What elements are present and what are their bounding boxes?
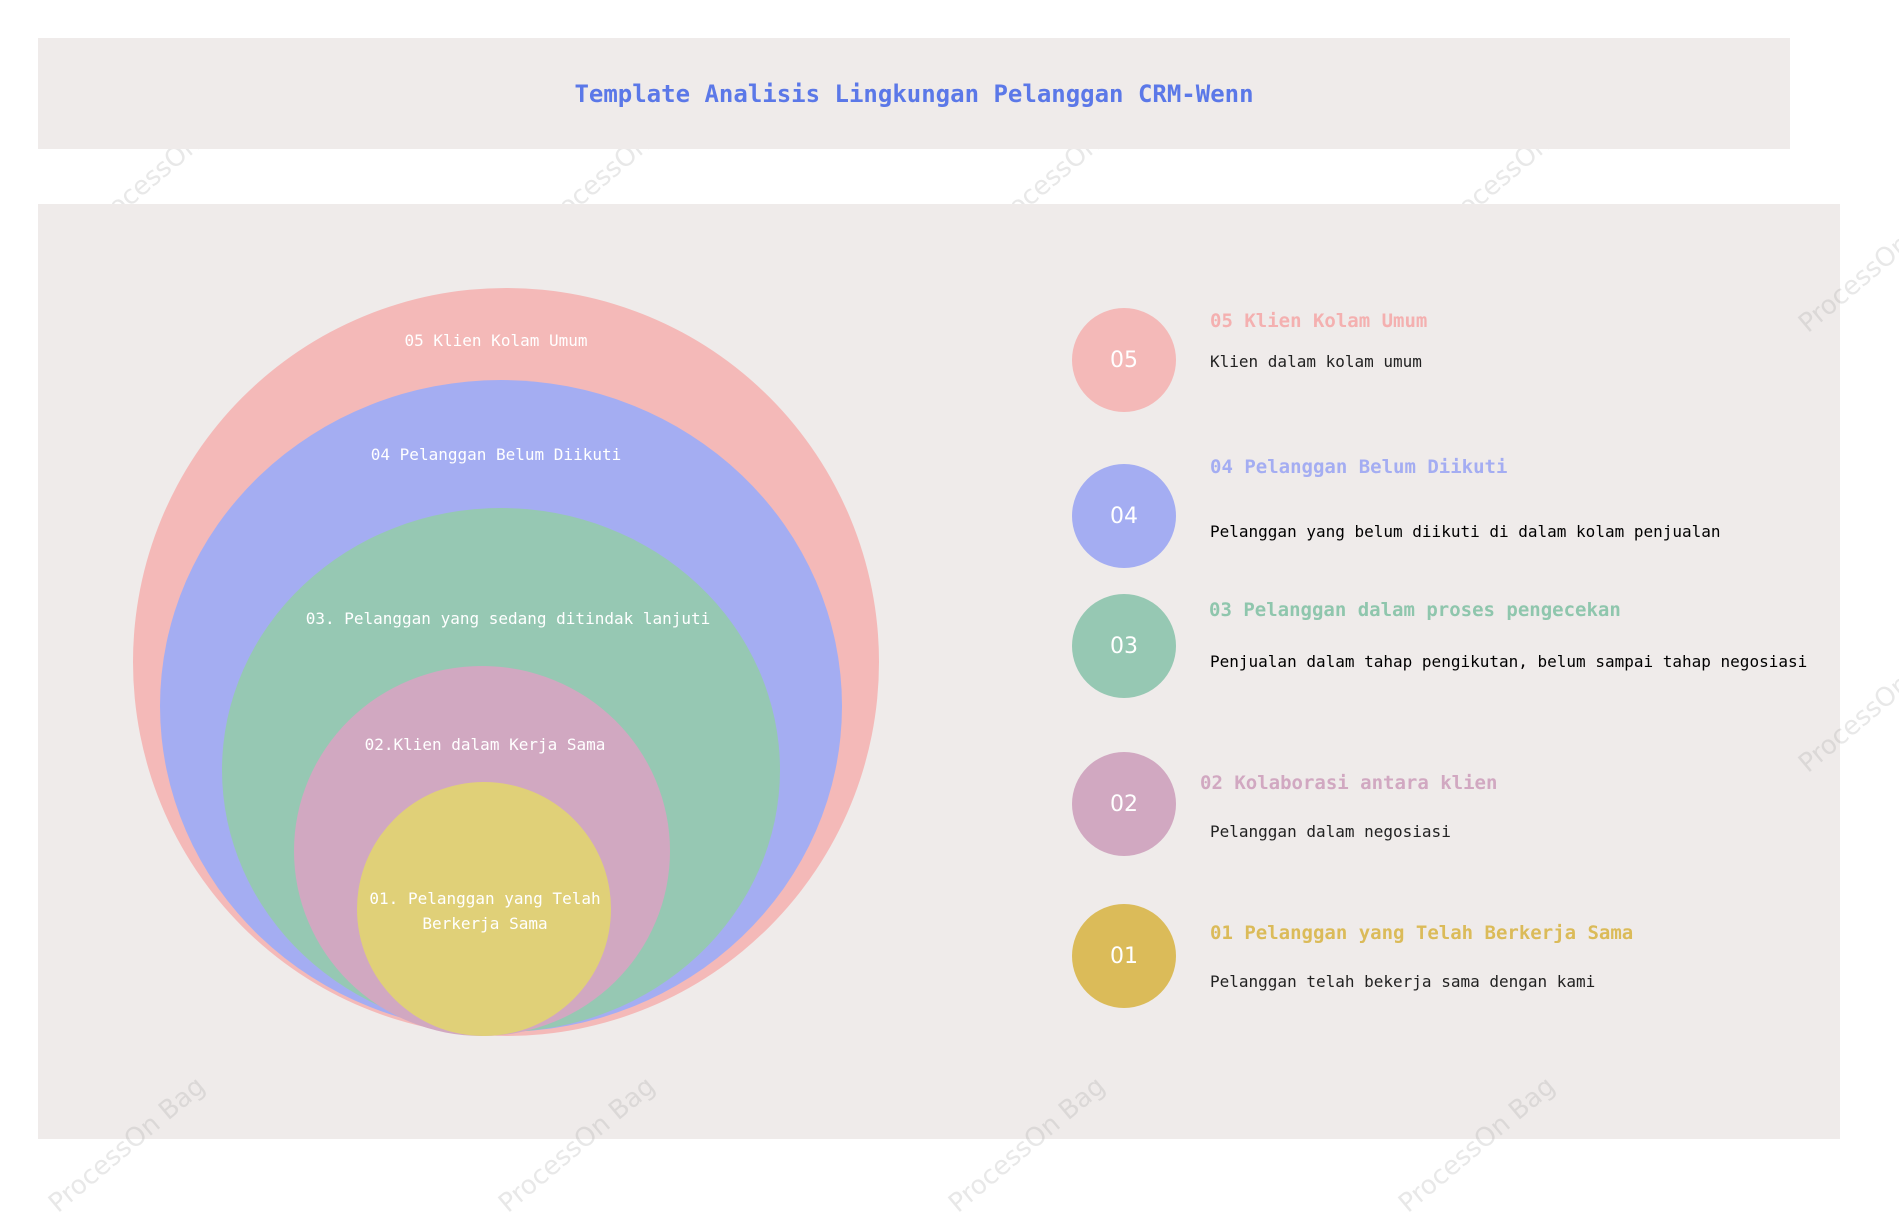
nested-venn-diagram (133, 288, 879, 1036)
page-title: Template Analisis Lingkungan Pelanggan C… (574, 79, 1254, 108)
legend-title-03: 03 Pelanggan dalam proses pengecekan (1209, 599, 1621, 621)
venn-label-05: 05 Klien Kolam Umum (404, 331, 588, 350)
legend-title-05: 05 Klien Kolam Umum (1210, 310, 1428, 332)
legend-desc-05: Klien dalam kolam umum (1210, 352, 1422, 371)
legend-badge-05: 05 (1072, 308, 1176, 412)
legend-badge-01: 01 (1072, 904, 1176, 1008)
venn-label-02: 02.Klien dalam Kerja Sama (364, 735, 606, 754)
venn-label-01: 01. Pelanggan yang Telah Berkerja Sama (369, 889, 601, 933)
legend-badge-04: 04 (1072, 464, 1176, 568)
legend-badge-02: 02 (1072, 752, 1176, 856)
legend-desc-03: Penjualan dalam tahap pengikutan, belum … (1210, 652, 1808, 671)
page-header: Template Analisis Lingkungan Pelanggan C… (38, 38, 1790, 149)
legend-desc-04: Pelanggan yang belum diikuti di dalam ko… (1210, 522, 1721, 541)
diagram-panel: 05 Klien Kolam Umum 04 Pelanggan Belum D… (38, 204, 1840, 1139)
legend-title-04: 04 Pelanggan Belum Diikuti (1210, 456, 1508, 478)
legend-desc-02: Pelanggan dalam negosiasi (1210, 822, 1451, 841)
legend-title-02: 02 Kolaborasi antara klien (1200, 772, 1498, 794)
venn-label-04: 04 Pelanggan Belum Diikuti (370, 445, 622, 464)
venn-label-03: 03. Pelanggan yang sedang ditindak lanju… (305, 609, 711, 628)
legend-desc-01: Pelanggan telah bekerja sama dengan kami (1210, 972, 1596, 991)
venn-layer-01 (357, 782, 611, 1036)
legend-badge-03: 03 (1072, 594, 1176, 698)
legend-title-01: 01 Pelanggan yang Telah Berkerja Sama (1210, 922, 1634, 944)
